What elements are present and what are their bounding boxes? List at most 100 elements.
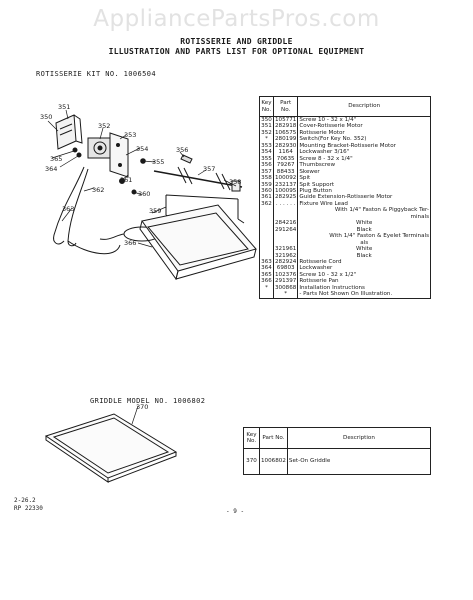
page-number: - 9 - [226,508,245,515]
callout-362: 362 [92,186,105,194]
callout-359: 359 [149,207,162,215]
griddle-diagram [44,405,178,483]
part-cell: 291397 [272,278,299,285]
griddle-parts-table: Key No. Part No. Description 370 1006802… [243,427,432,475]
part-cell [272,213,299,221]
griddle-col-desc-header: Description [286,427,432,449]
description-cell: Switch(For Key No. 352) [297,136,431,143]
part-cell: 100092 [272,175,299,182]
part-cell: 282918 [272,123,299,130]
part-cell: 69803 [272,265,299,272]
part-cell: 280199 [272,136,299,143]
part-cell: 282925 [272,194,299,201]
col-part-header: Part No. [272,96,299,117]
part-cell [272,207,299,214]
description-cell: Spit [297,175,431,182]
table-row: With 1/4" Faston & Eyelet Terminals [259,233,431,240]
description-cell: Lockwasher [297,265,431,272]
document-title: ROTISSERIE AND GRIDDLE [180,37,293,46]
callout-351: 351 [58,103,71,111]
part-cell: 100095 [272,187,299,195]
griddle-col-part-header: Part No. [259,427,288,449]
callout-360: 360 [138,190,151,198]
part-cell: . . . . . . [272,200,299,208]
description-cell: Thumbscrew [297,162,431,169]
description-cell: Cover-Rotisserie Motor [297,123,431,130]
description-cell: als [297,239,431,247]
description-cell: Skewer [297,168,431,176]
key-cell: 351 [259,123,274,130]
part-cell: 291264 [272,226,299,234]
griddle-col-key-header: Key No. [243,427,260,449]
callout-357: 357 [203,165,216,173]
table-row: 362. . . . . .Fixture Wire Lead [259,200,431,208]
table-row: With 1/4" Faston & Piggyback Ter- [259,207,431,214]
col-key-header: Key No. [259,96,274,117]
description-cell: Rotisserie Pan [297,278,431,285]
callout-350: 350 [40,113,53,121]
table-row: minals [259,213,431,221]
doc-code-2: RP 22330 [14,505,43,512]
key-cell: 356 [259,162,274,169]
part-cell: 300868 [272,284,299,292]
description-cell: Screw 8 - 32 x 1/4" [297,155,431,163]
wire-leads-shape [53,166,121,255]
part-cell: 105771 [272,116,299,124]
part-cell: 284216 [272,220,299,227]
description-cell: Installation Instructions [297,284,431,292]
description-cell: Black [297,226,431,234]
part-cell: 1164 [272,149,299,156]
part-cell: 70635 [272,155,299,163]
leader-lines [47,109,237,248]
part-cell: 321962 [272,252,299,259]
key-cell: 361 [259,194,274,201]
key-cell: 354 [259,149,274,156]
key-cell: 350 [259,116,274,124]
description-cell: Plug Button [297,187,431,195]
rotisserie-kit-label: ROTISSERIE KIT NO. 1006504 [36,70,156,78]
callout-353: 353 [124,131,137,139]
document-subtitle: ILLUSTRATION AND PARTS LIST FOR OPTIONAL… [108,47,365,56]
callout-358: 358 [229,178,242,186]
rotisserie-exploded-diagram [47,109,257,281]
description-cell: Spit Support [297,181,431,188]
doc-code-1: 2-26.2 [14,497,36,504]
description-cell: With 1/4" Faston & Eyelet Terminals [297,233,431,240]
col-desc-header: Description [297,96,431,117]
rotisserie-pan-shape [139,204,257,281]
callout-366: 366 [124,239,137,247]
key-cell: 366 [259,278,274,285]
callout-354: 354 [136,145,149,153]
description-cell: White [297,246,431,253]
key-cell [259,291,274,299]
watermark-text: AppliancePartsPros.com [93,6,380,32]
description-cell: Lockwasher 3/16" [297,149,431,156]
part-cell: * [272,291,299,299]
part-cell [272,233,299,240]
part-cell: 106575 [272,129,299,137]
key-cell: 364 [259,265,274,272]
description-cell: Mounting Bracket-Rotisserie Motor [297,142,431,150]
callout-370: 370 [136,403,149,411]
key-cell: 358 [259,175,274,182]
part-cell: 79267 [272,162,299,169]
table-row: *- Parts Not Shown On Illustration. [259,291,431,299]
description-cell: Screw 10 - 32 x 1/2" [297,271,431,279]
description-cell: White [297,220,431,227]
